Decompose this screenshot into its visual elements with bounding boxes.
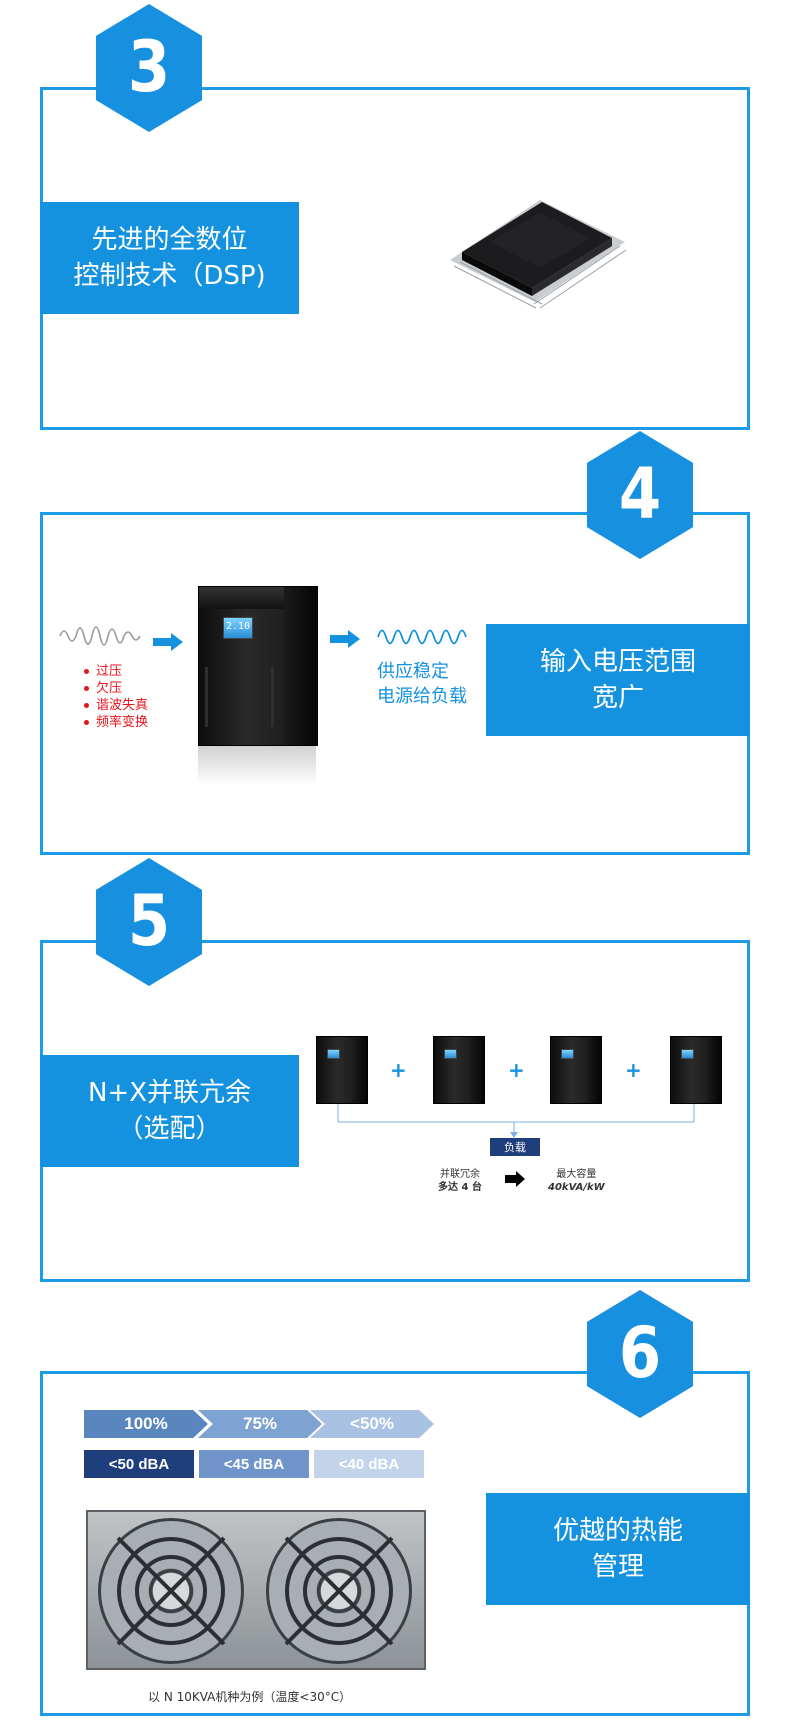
list-item: 谐波失真 [84,697,148,714]
feature-title-line1: 先进的全数位 [91,225,248,255]
noise-level-box: <50 dBA [84,1450,194,1478]
list-item: 频率变换 [84,714,148,731]
arrow-right-icon [505,1171,525,1187]
feature-title-line2: 控制技术（DSP) [73,261,266,291]
arrow-right-icon [153,633,183,651]
plus-icon: + [625,1058,642,1082]
list-item: 欠压 [84,680,148,697]
capacity-note: 最大容量 40kVA/kW [548,1169,605,1193]
sine-wave-icon [377,629,467,645]
list-item: 过压 [84,663,148,680]
input-issue-list: 过压 欠压 谐波失真 频率变换 [84,663,148,731]
feature-title-line1: N+X并联亢余 [87,1078,252,1108]
fan-caption: 以 N 10KVA机种为例（温度<30°C） [148,1690,352,1704]
distorted-wave-icon [59,626,141,646]
plus-icon: + [508,1058,525,1082]
feature-title-line2: 宽广 [591,683,644,713]
feature-title-line2: 管理 [591,1552,644,1582]
parallel-note: 并联冗余 多达 4 台 [438,1169,482,1193]
feature-label-parallel: N+X并联亢余 （选配） [40,1055,299,1167]
feature-title-line1: 优越的热能 [552,1516,683,1546]
load-label: 负载 [490,1138,540,1156]
section-number: 5 [127,881,171,963]
fan-unit-image [86,1510,426,1670]
section-number: 4 [618,454,662,536]
section-number-badge: 6 [586,1290,694,1418]
plus-icon: + [390,1058,407,1082]
feature-label-dsp: 先进的全数位 控制技术（DSP) [40,202,299,314]
load-level-chevron: <50% [310,1410,434,1438]
load-level-chevron: 75% [198,1410,322,1438]
arrow-right-icon [330,630,360,648]
stable-power-text: 供应稳定 电源给负载 [377,661,467,707]
feature-title-line2: （选配） [117,1114,222,1144]
ups-tower-image: 2.10 [198,586,318,746]
section-number: 6 [618,1313,662,1395]
noise-level-box: <45 dBA [199,1450,309,1478]
feature-label-voltage: 输入电压范围 宽广 [486,624,750,736]
load-level-chevron: 100% [84,1410,208,1438]
ups-unit [316,1036,368,1104]
ups-unit [670,1036,722,1104]
feature-title-line1: 输入电压范围 [539,647,696,677]
parallel-wiring [337,1104,695,1138]
ups-unit [433,1036,485,1104]
noise-level-box: <40 dBA [314,1450,424,1478]
section-number: 3 [127,27,171,109]
ups-screen-reading: 2.10 [226,621,251,632]
ups-reflection [198,746,316,786]
dsp-chip-image [450,200,627,309]
feature-label-thermal: 优越的热能 管理 [486,1493,750,1605]
ups-unit [550,1036,602,1104]
